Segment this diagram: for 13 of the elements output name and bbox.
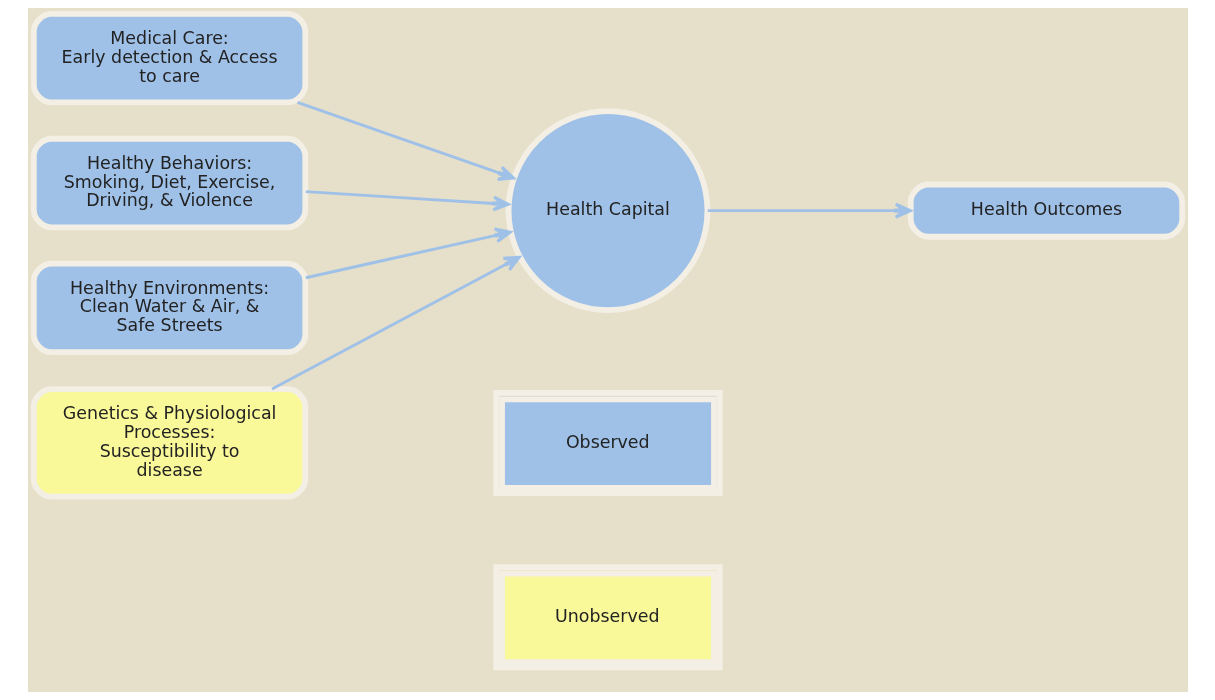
arrow bbox=[270, 255, 521, 391]
node-box: Medical Care: Early detection & Access to care bbox=[30, 11, 308, 106]
node-box: Healthy Environments: Clean Water & Air, & Safe Streets bbox=[30, 260, 308, 356]
legend-label: Unobserved bbox=[554, 606, 659, 627]
node-box: Health Outcomes bbox=[907, 181, 1185, 240]
arrow bbox=[305, 190, 510, 212]
node-box: Healthy Behaviors: Smoking, Diet, Exercise, Driving, & Violence bbox=[30, 135, 308, 231]
legend-label: Observed bbox=[565, 432, 650, 453]
node-circle: Health Capital bbox=[505, 108, 710, 313]
arrow bbox=[707, 202, 912, 219]
node-box: Genetics & Physiological Processes: Susceptibility to disease bbox=[30, 386, 308, 500]
arrow bbox=[296, 101, 515, 181]
arrow bbox=[305, 227, 512, 280]
